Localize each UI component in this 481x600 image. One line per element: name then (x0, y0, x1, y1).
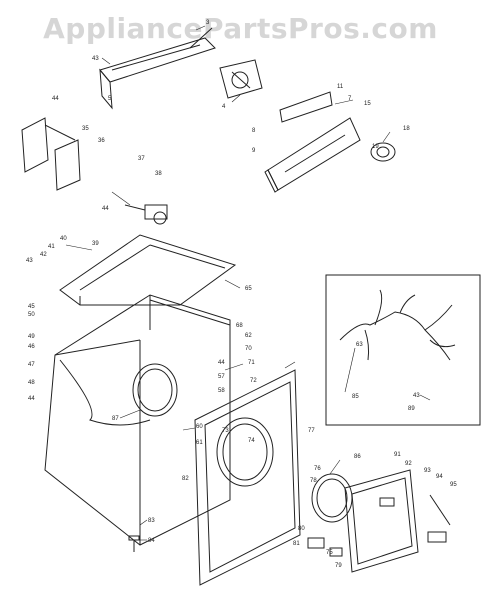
callout-50: 50 (28, 312, 35, 318)
cabinet-body[interactable] (44, 294, 231, 546)
callout-19: 19 (372, 144, 379, 150)
callout-4: 4 (222, 104, 226, 110)
callout-44: 44 (52, 96, 59, 102)
callout-38: 38 (155, 171, 162, 177)
callout-86: 86 (354, 454, 361, 460)
callout-37: 37 (138, 156, 145, 162)
callout-47: 47 (28, 362, 35, 368)
callout-87: 87 (112, 416, 119, 422)
cabinet-front-panel[interactable] (194, 369, 301, 586)
callout-74: 74 (248, 438, 255, 444)
callout-73: 73 (222, 428, 229, 434)
control-console[interactable] (264, 91, 396, 193)
callout-84: 84 (148, 538, 155, 544)
callout-41: 41 (48, 244, 55, 250)
callout-60: 60 (196, 424, 203, 430)
callout-61: 61 (196, 440, 203, 446)
callout-45: 45 (28, 304, 35, 310)
callout-71: 71 (248, 360, 255, 366)
callout-62: 62 (245, 333, 252, 339)
callout-43: 43 (92, 56, 99, 62)
callout-65: 65 (245, 286, 252, 292)
cabinet-top[interactable] (59, 234, 237, 306)
callout-92: 92 (405, 461, 412, 467)
callout-76: 76 (314, 466, 321, 472)
timer-part[interactable] (219, 59, 263, 99)
door-hinge[interactable] (307, 537, 343, 557)
water-valve[interactable] (124, 204, 168, 225)
callout-40: 40 (60, 236, 67, 242)
callout-63: 63 (356, 342, 363, 348)
callout-15: 15 (364, 101, 371, 107)
leader-lines (65, 25, 431, 541)
callout-57: 57 (218, 374, 225, 380)
callout-5: 5 (108, 96, 112, 102)
callout-8: 8 (252, 128, 256, 134)
callout-43c: 43 (413, 393, 420, 399)
callout-80: 80 (298, 526, 305, 532)
console-rear-bracket[interactable] (99, 27, 216, 110)
callout-78: 78 (310, 478, 317, 484)
callout-36: 36 (98, 138, 105, 144)
callout-81: 81 (293, 541, 300, 547)
callout-48: 48 (28, 380, 35, 386)
callout-labels: 3 43 4 5 44 35 36 37 38 44 11 7 15 8 9 1… (26, 20, 457, 569)
callout-3: 3 (206, 20, 210, 26)
watermark: AppliancePartsPros.com (43, 12, 438, 45)
callout-83: 83 (148, 518, 155, 524)
callout-70: 70 (245, 346, 252, 352)
callout-85: 85 (352, 394, 359, 400)
callout-75: 75 (326, 550, 333, 556)
callout-46: 46 (28, 344, 35, 350)
callout-44b: 44 (102, 206, 109, 212)
callout-68: 68 (236, 323, 243, 329)
callout-94: 94 (436, 474, 443, 480)
callout-49: 49 (28, 334, 35, 340)
callout-9: 9 (252, 148, 256, 154)
side-bracket[interactable] (21, 117, 81, 191)
callout-89: 89 (408, 406, 415, 412)
callout-58: 58 (218, 388, 225, 394)
wiring-harness-inset[interactable] (325, 274, 481, 426)
callout-79: 79 (335, 563, 342, 569)
callout-42: 42 (40, 252, 47, 258)
callout-39: 39 (92, 241, 99, 247)
callout-18: 18 (403, 126, 410, 132)
callout-82: 82 (182, 476, 189, 482)
callout-72: 72 (250, 378, 257, 384)
callout-93: 93 (424, 468, 431, 474)
callout-35: 35 (82, 126, 89, 132)
callout-44c: 44 (28, 396, 35, 402)
callout-7: 7 (348, 96, 352, 102)
loading-door[interactable] (344, 469, 451, 573)
callout-43b: 43 (26, 258, 33, 264)
callout-95: 95 (450, 482, 457, 488)
callout-91: 91 (394, 452, 401, 458)
callout-11: 11 (337, 84, 344, 90)
callout-77: 77 (308, 428, 315, 434)
leveling-leg[interactable] (128, 535, 140, 552)
callout-44d: 44 (218, 360, 225, 366)
